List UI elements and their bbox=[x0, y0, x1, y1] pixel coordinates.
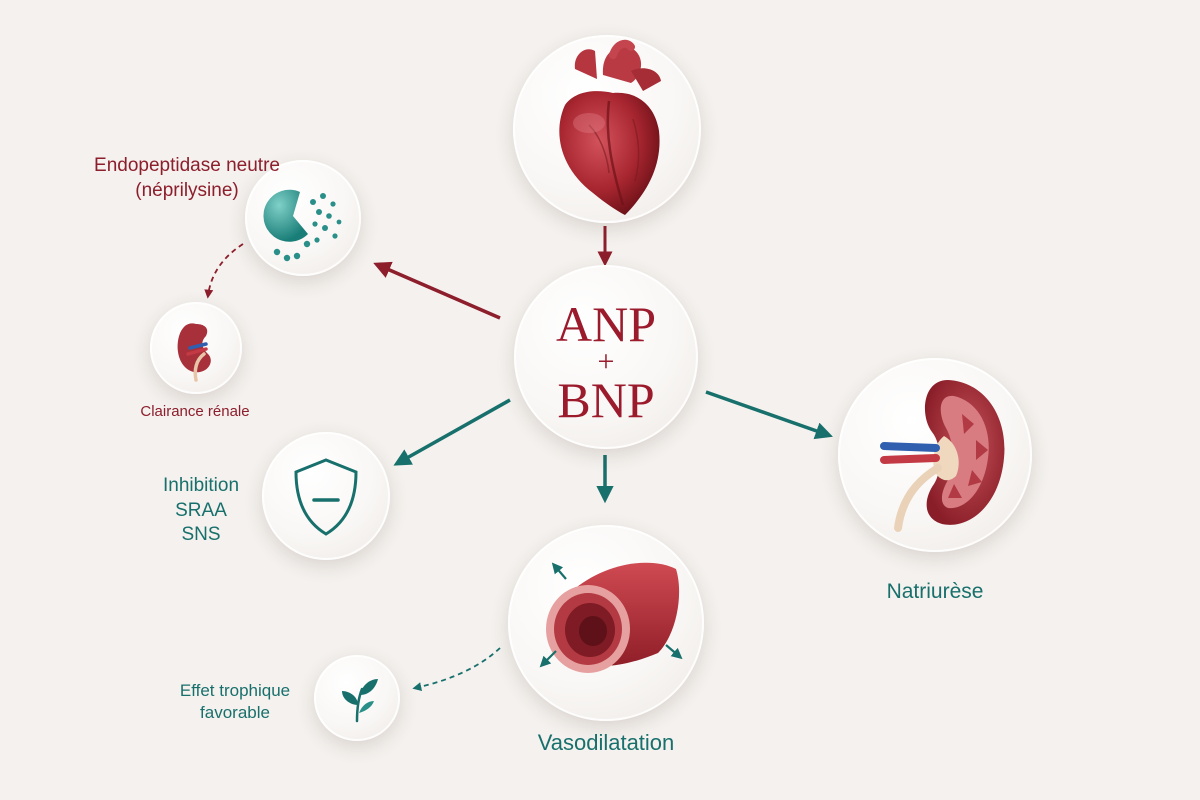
arrow-center-to-neprilysin bbox=[373, 261, 501, 320]
vasodilation-node bbox=[508, 525, 704, 721]
shield-icon bbox=[294, 458, 358, 536]
center-label-plus: + bbox=[597, 345, 615, 378]
neprilysin-node bbox=[245, 160, 361, 276]
arrow-vasodilation-to-trophic bbox=[412, 647, 501, 692]
inhibition-label: Inhibition SRAA SNS bbox=[142, 474, 260, 548]
neprilysin-label-line1: Endopeptidase neutre bbox=[94, 155, 280, 176]
vasodilation-label: Vasodilatation bbox=[537, 730, 675, 755]
heart-icon bbox=[559, 39, 661, 215]
inhibition-label-line3: SNS bbox=[181, 524, 221, 546]
trophic-label-line2: favorable bbox=[200, 703, 270, 723]
arrow-neprilysin-to-clearance bbox=[204, 243, 244, 299]
leaf-icon bbox=[342, 679, 378, 723]
trophic-label-line1: Effet trophique bbox=[179, 681, 291, 700]
blood-vessel-icon bbox=[539, 562, 683, 673]
natriuresis-node bbox=[838, 358, 1032, 552]
inhibition-node bbox=[262, 432, 390, 560]
kidney-icon bbox=[880, 380, 1005, 532]
center-label-anp: ANP bbox=[555, 296, 657, 352]
trophic-label: Effet trophique favorable bbox=[160, 680, 310, 724]
renal-clearance-node bbox=[150, 302, 242, 394]
inhibition-label-line1: Inhibition bbox=[162, 475, 240, 496]
neprilysin-label: Endopeptidase neutre (néprilysine) bbox=[72, 154, 302, 203]
heart-node bbox=[513, 35, 701, 223]
center-node: ANP + BNP bbox=[514, 265, 698, 449]
natriuresis-label: Natriurèse bbox=[886, 580, 984, 603]
neprilysin-label-line2: (néprilysine) bbox=[135, 179, 239, 201]
arrow-center-to-inhibition bbox=[393, 398, 511, 466]
small-kidney-icon bbox=[177, 323, 211, 382]
inhibition-label-line2: SRAA bbox=[175, 499, 227, 521]
arrow-center-to-natriuresis bbox=[705, 390, 833, 440]
trophic-node bbox=[314, 655, 400, 741]
renal-clearance-label: Clairance rénale bbox=[140, 403, 250, 420]
enzyme-icon bbox=[263, 189, 342, 262]
center-label-bnp: BNP bbox=[557, 372, 655, 428]
